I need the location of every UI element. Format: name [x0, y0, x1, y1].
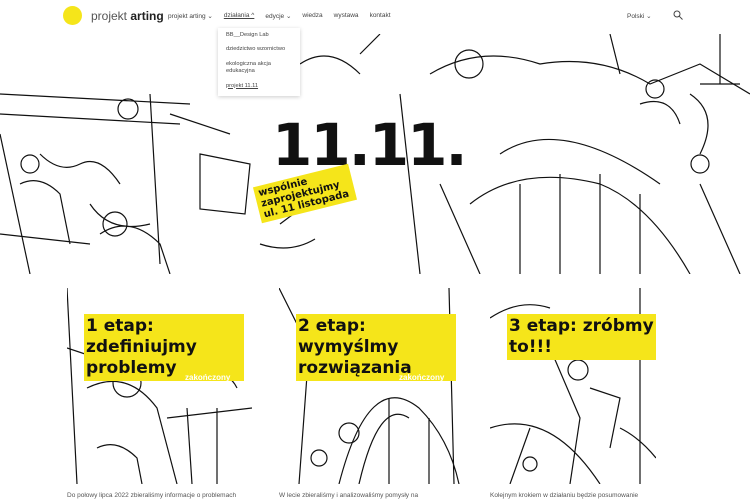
stage-label: 2 etap: wymyślmy rozwiązania	[296, 314, 456, 381]
nav-wiedza[interactable]: wiedza	[302, 12, 323, 19]
stage-status: zakończony	[185, 373, 231, 382]
nav-projekt-arting[interactable]: projekt arting ⌄	[168, 13, 213, 20]
stage-label: 1 etap: zdefiniujmy problemy	[84, 314, 244, 381]
dropdown-item[interactable]: projekt 11.11	[226, 82, 259, 89]
dropdown-item[interactable]: dziedzictwo wzornictwo	[226, 46, 286, 53]
stage-description: W lecie zbieraliśmy i analizowaliśmy pom…	[279, 492, 419, 499]
nav-dzialania[interactable]: działania ^	[223, 12, 255, 19]
main-nav: projekt arting ⌄ działania ^ edycje ⌄ wi…	[168, 12, 391, 20]
stage-status: zakończony	[399, 373, 445, 382]
nav-wystawa[interactable]: wystawa	[333, 12, 359, 19]
stage-card-3[interactable]: 3 etap: zróbmy to!!!	[490, 288, 656, 484]
dropdown-item[interactable]: BB__Design Lab	[226, 32, 269, 38]
logo-icon[interactable]	[63, 6, 82, 25]
nav-kontakt[interactable]: kontakt	[369, 12, 391, 19]
card-illustration	[490, 288, 656, 484]
dzialania-dropdown: BB__Design Lab dziedzictwo wzornictwo ek…	[218, 28, 300, 96]
site-header: projekt arting projekt arting ⌄ działani…	[0, 0, 750, 34]
nav-edycje[interactable]: edycje ⌄	[265, 13, 292, 20]
card-illustration	[279, 288, 460, 484]
stage-description: Kolejnym krokiem w działaniu będzie posu…	[490, 492, 639, 499]
search-icon[interactable]	[673, 10, 683, 20]
hero-illustration: 11.11. wspólnie zaprojektujmy ul. 11 lis…	[0, 34, 750, 274]
language-select[interactable]: Polski ⌄	[627, 13, 652, 20]
stage-label: 3 etap: zróbmy to!!!	[507, 314, 656, 360]
hero-title: 11.11.	[272, 111, 467, 179]
stage-description: Do połowy lipca 2022 zbieraliśmy informa…	[67, 492, 237, 499]
dropdown-item[interactable]: ekologiczna akcja edukacyjna	[226, 60, 271, 75]
stage-card-1[interactable]: 1 etap: zdefiniujmy problemy zakończony	[67, 288, 252, 484]
brand-link[interactable]: projekt arting	[91, 9, 164, 23]
stage-card-2[interactable]: 2 etap: wymyślmy rozwiązania zakończony	[279, 288, 465, 484]
line-drawing-illustration	[0, 34, 750, 274]
